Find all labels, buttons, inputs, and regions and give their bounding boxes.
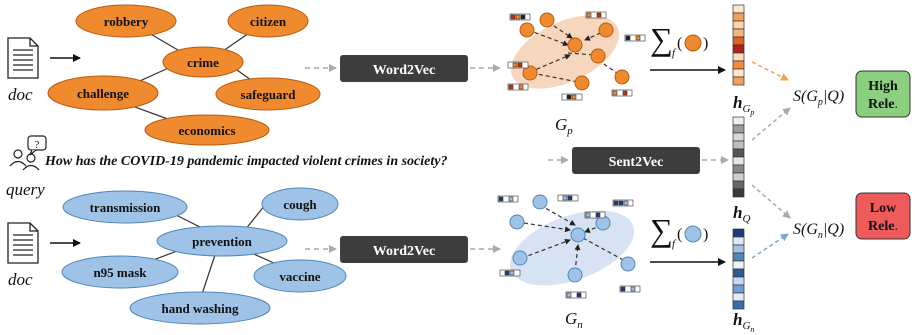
keyword-node-hand-washing: hand washing — [129, 291, 271, 325]
high-relevance-line2: Rele. — [868, 97, 898, 112]
keyword-crime-label: crime — [187, 55, 219, 70]
keyword-node-prevention: prevention — [156, 225, 288, 257]
low-relevance-badge: Low Rele. — [855, 192, 911, 240]
embedding-vector-hgn — [732, 228, 745, 310]
doc-label: doc — [8, 85, 33, 104]
keyword-n95-mask-label: n95 mask — [93, 265, 147, 280]
keyword-node-economics: economics — [144, 114, 270, 146]
keyword-challenge-label: challenge — [77, 86, 129, 101]
keyword-economics-label: economics — [178, 123, 235, 138]
doc-label: doc — [8, 270, 33, 289]
negative-branch: doc transmission cough prevention — [7, 187, 911, 334]
sent2vec-encoder-label: Sent2Vec — [609, 155, 664, 170]
graph-gn-label: Gn — [565, 309, 583, 331]
low-relevance-line1: Low — [870, 201, 897, 216]
keyword-safeguard-label: safeguard — [241, 87, 297, 102]
keyword-prevention-label: prevention — [192, 234, 252, 249]
hgn-label: hGn — [733, 310, 754, 334]
keyword-node-crime: crime — [162, 46, 244, 78]
keyword-node-safeguard: safeguard — [215, 77, 321, 111]
svg-text:(: ( — [677, 226, 682, 243]
keyword-node-citizen: citizen — [227, 4, 309, 38]
embedded-graph-gn — [497, 194, 641, 299]
keyword-robbery-label: robbery — [104, 14, 149, 29]
embedding-vector-hgp — [732, 4, 745, 86]
high-relevance-line1: High — [868, 79, 898, 94]
word2vec-encoder-box: Word2Vec — [340, 236, 468, 263]
hgn-to-score-arrow — [751, 233, 789, 259]
query-branch: ? query How has the COVID-19 pandemic im… — [6, 107, 791, 225]
keyword-node-transmission: transmission — [62, 190, 188, 224]
keyword-citizen-label: citizen — [250, 14, 287, 29]
keyword-node-robbery: robbery — [75, 4, 177, 38]
svg-text:∑: ∑ — [650, 212, 673, 248]
keyword-node-vaccine: vaccine — [253, 259, 347, 293]
svg-text:): ) — [703, 226, 708, 243]
keyword-nodes: robbery citizen crime challenge safeguar… — [47, 4, 321, 146]
sent2vec-encoder-box: Sent2Vec — [572, 147, 700, 174]
high-relevance-badge: High Rele. — [855, 70, 911, 118]
word2vec-encoder-label: Word2Vec — [373, 244, 435, 259]
keyword-node-challenge: challenge — [47, 75, 159, 111]
keyword-hand-washing-label: hand washing — [162, 301, 239, 316]
svg-text:(: ( — [677, 35, 682, 52]
query-label: query — [6, 180, 45, 199]
hq-label: hQ — [733, 203, 750, 225]
hq-to-score-gp-arrow — [751, 107, 791, 141]
keyword-nodes: transmission cough prevention n95 mask v… — [61, 187, 347, 325]
word2vec-encoder-label: Word2Vec — [373, 63, 435, 78]
word2vec-encoder-box: Word2Vec — [340, 55, 468, 82]
hgp-label: hGp — [733, 93, 754, 117]
document-icon — [7, 37, 39, 79]
svg-text:f: f — [672, 238, 677, 250]
svg-text:f: f — [672, 47, 677, 59]
hgp-to-score-arrow — [751, 61, 789, 81]
user-question-icon: ? — [9, 135, 47, 171]
keyword-vaccine-label: vaccine — [279, 269, 320, 284]
svg-text:∑: ∑ — [650, 21, 673, 57]
keyword-node-n95-mask: n95 mask — [61, 255, 179, 289]
keyword-node-cough: cough — [261, 187, 339, 221]
score-gn: S(Gn|Q) — [793, 221, 844, 241]
svg-text:): ) — [703, 35, 708, 52]
score-gp: S(Gp|Q) — [793, 88, 844, 108]
embedding-vector-hq — [732, 116, 745, 198]
graph-gp-label: Gp — [555, 115, 573, 137]
keyword-cough-label: cough — [283, 197, 317, 212]
low-relevance-line2: Rele. — [868, 219, 898, 234]
sum-aggregator-gn: ∑ f ( ) — [650, 212, 708, 250]
document-icon — [7, 222, 39, 264]
positive-branch: doc robbery citizen crime — [7, 4, 911, 146]
sum-aggregator-gp: ∑ f ( ) — [650, 21, 708, 59]
query-text: How has the COVID-19 pandemic impacted v… — [44, 154, 447, 169]
hq-to-score-gn-arrow — [751, 184, 791, 219]
keyword-transmission-label: transmission — [90, 200, 162, 215]
svg-text:?: ? — [35, 139, 40, 151]
embedded-graph-gp — [507, 11, 646, 101]
